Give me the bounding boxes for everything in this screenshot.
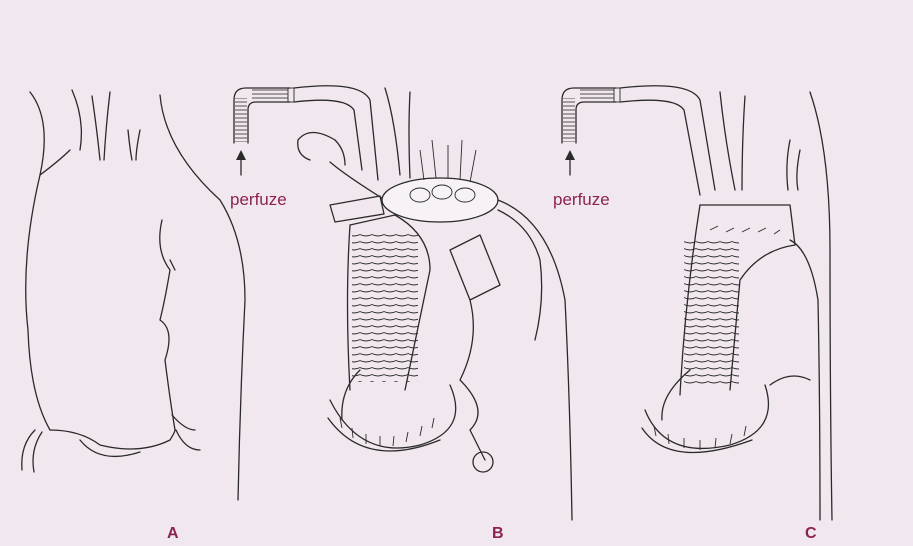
panel-label-b: B: [492, 525, 504, 543]
panel-a-aneurysm: [22, 90, 245, 500]
perfusion-label-c: perfuze: [553, 190, 610, 210]
perfusion-label-b: perfuze: [230, 190, 287, 210]
panel-b-graft-suturing: [234, 86, 572, 520]
panel-label-c: C: [805, 525, 817, 543]
panel-c-graft-completed: [562, 86, 832, 520]
panel-label-a: A: [167, 525, 179, 543]
